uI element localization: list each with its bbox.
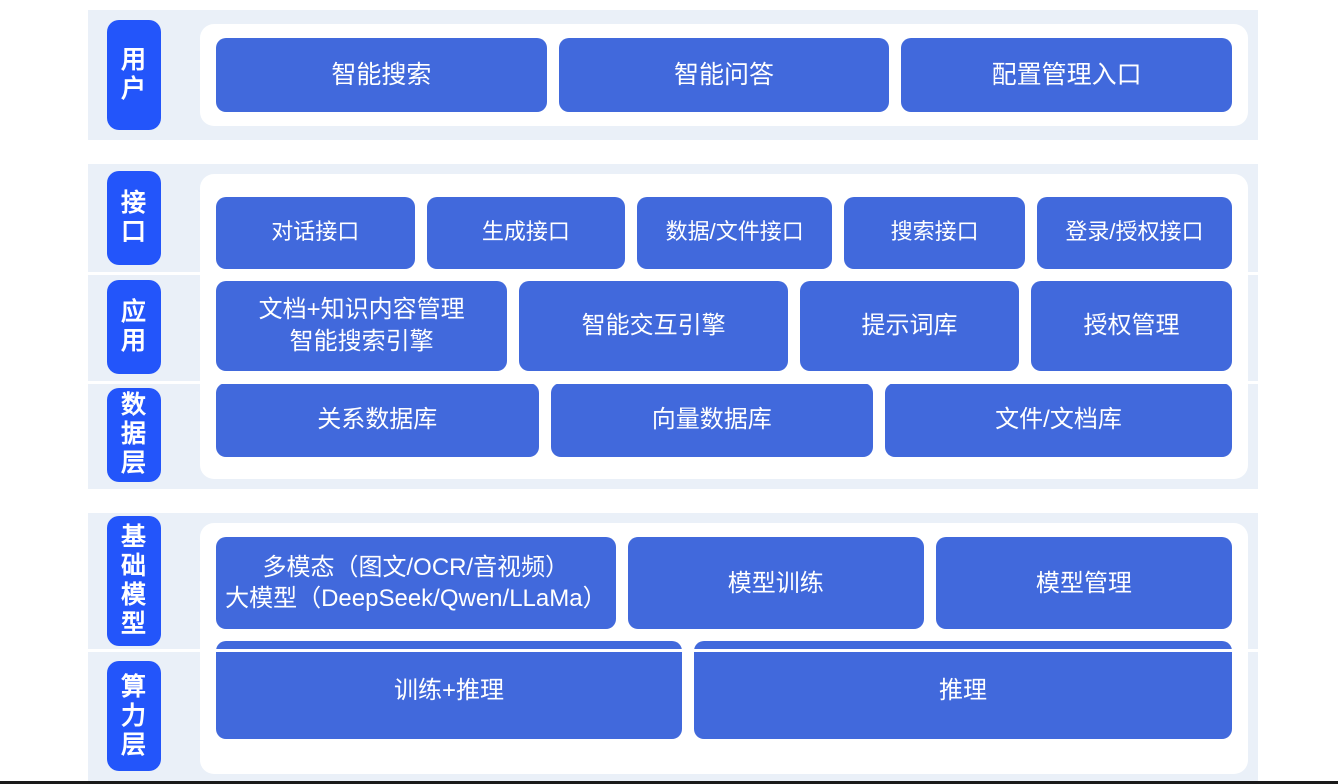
row-data-layer: 关系数据库 向量数据库 文件/文档库: [216, 382, 1233, 457]
box-login-auth-interface[interactable]: 登录/授权接口: [1036, 196, 1232, 269]
layer-tab-user[interactable]: 用户: [107, 20, 161, 130]
row-interface: 对话接口 生成接口 数据/文件接口 搜索接口 登录/授权接口: [216, 196, 1232, 269]
box-model-training[interactable]: 模型训练: [627, 537, 924, 630]
layer-tab-compute[interactable]: 算力层: [107, 661, 161, 772]
box-doc-knowledge-management-line2: 智能搜索引擎: [289, 327, 434, 355]
box-smart-interaction-engine[interactable]: 智能交互引擎: [519, 280, 788, 371]
tab-column-user: 用户: [88, 10, 180, 140]
layer-tab-interface[interactable]: 接口: [107, 171, 161, 266]
box-prompt-library[interactable]: 提示词库: [799, 280, 1019, 371]
layer-tab-app-label: 应用: [120, 297, 147, 355]
card-user: 智能搜索 智能问答 配置管理入口: [200, 24, 1248, 126]
tab-slot-user: 用户: [88, 20, 180, 130]
box-generation-interface[interactable]: 生成接口: [426, 196, 626, 269]
box-doc-knowledge-management-line1: 文档+知识内容管理: [258, 296, 465, 324]
box-file-document-store[interactable]: 文件/文档库: [885, 382, 1233, 457]
layer-tab-app[interactable]: 应用: [107, 279, 161, 374]
card-foundation: 多模态（图文/OCR/音视频） 大模型（DeepSeek/Qwen/LLaMa）…: [200, 523, 1248, 774]
tab-slot-interface: 接口: [88, 164, 180, 272]
box-search-interface[interactable]: 搜索接口: [844, 196, 1025, 269]
section-application: 接口 应用 数据层 对话接口 生成接口 数据/文件接口 搜索接口 登录/授权接口: [0, 164, 1338, 490]
box-training-inference[interactable]: 训练+推理: [216, 641, 682, 740]
layer-tab-interface-label: 接口: [120, 189, 147, 247]
tab-column-foundation: 基础模型 算力层: [0, 513, 1338, 784]
row-model-layer: 多模态（图文/OCR/音视频） 大模型（DeepSeek/Qwen/LLaMa）…: [216, 537, 1232, 630]
box-authorization-management[interactable]: 授权管理: [1030, 280, 1232, 371]
row-user-entries: 智能搜索 智能问答 配置管理入口: [216, 38, 1233, 112]
box-multimodal-large-model-line1: 多模态（图文/OCR/音视频）: [262, 553, 570, 581]
bottom-divider: [0, 781, 1338, 784]
box-model-management[interactable]: 模型管理: [935, 537, 1232, 630]
layer-tab-foundation-model[interactable]: 基础模型: [107, 515, 161, 646]
layer-tab-user-label: 用户: [120, 46, 147, 103]
box-smart-search[interactable]: 智能搜索: [216, 38, 547, 112]
layer-tab-data-label: 数据层: [120, 391, 147, 478]
box-vector-database[interactable]: 向量数据库: [550, 382, 873, 457]
tab-slot-foundation-model: 基础模型: [88, 513, 180, 648]
box-inference[interactable]: 推理: [694, 641, 1232, 740]
box-smart-qa[interactable]: 智能问答: [558, 38, 890, 112]
card-application: 对话接口 生成接口 数据/文件接口 搜索接口 登录/授权接口 文档+知识内容管理…: [200, 174, 1248, 480]
box-doc-knowledge-management[interactable]: 文档+知识内容管理 智能搜索引擎: [216, 280, 508, 371]
box-config-management-entry[interactable]: 配置管理入口: [901, 38, 1233, 112]
tab-slot-compute: 算力层: [0, 648, 1338, 784]
layer-tab-data[interactable]: 数据层: [107, 387, 161, 482]
row-compute-layer: 训练+推理 推理: [216, 641, 1232, 740]
box-relational-database[interactable]: 关系数据库: [216, 382, 539, 457]
section-foundation: 基础模型 算力层 多模态（图文/OCR/音视频） 大模型（DeepSeek/Qw…: [0, 513, 1338, 784]
box-multimodal-large-model-line2: 大模型（DeepSeek/Qwen/LLaMa）: [225, 585, 607, 613]
layer-tab-compute-label: 算力层: [120, 672, 147, 759]
tab-slot-data: 数据层: [0, 380, 1338, 489]
box-data-file-interface[interactable]: 数据/文件接口: [637, 196, 833, 269]
tab-column-application: 接口 应用 数据层: [0, 164, 1338, 489]
box-multimodal-large-model[interactable]: 多模态（图文/OCR/音视频） 大模型（DeepSeek/Qwen/LLaMa）: [216, 537, 616, 630]
row-app-layer: 文档+知识内容管理 智能搜索引擎 智能交互引擎 提示词库 授权管理: [216, 280, 1232, 371]
box-dialog-interface[interactable]: 对话接口: [216, 196, 415, 269]
tab-slot-app: 应用: [0, 272, 1338, 380]
section-user: 用户 智能搜索 智能问答 配置管理入口: [88, 10, 1258, 140]
layer-tab-foundation-model-label: 基础模型: [120, 522, 147, 638]
